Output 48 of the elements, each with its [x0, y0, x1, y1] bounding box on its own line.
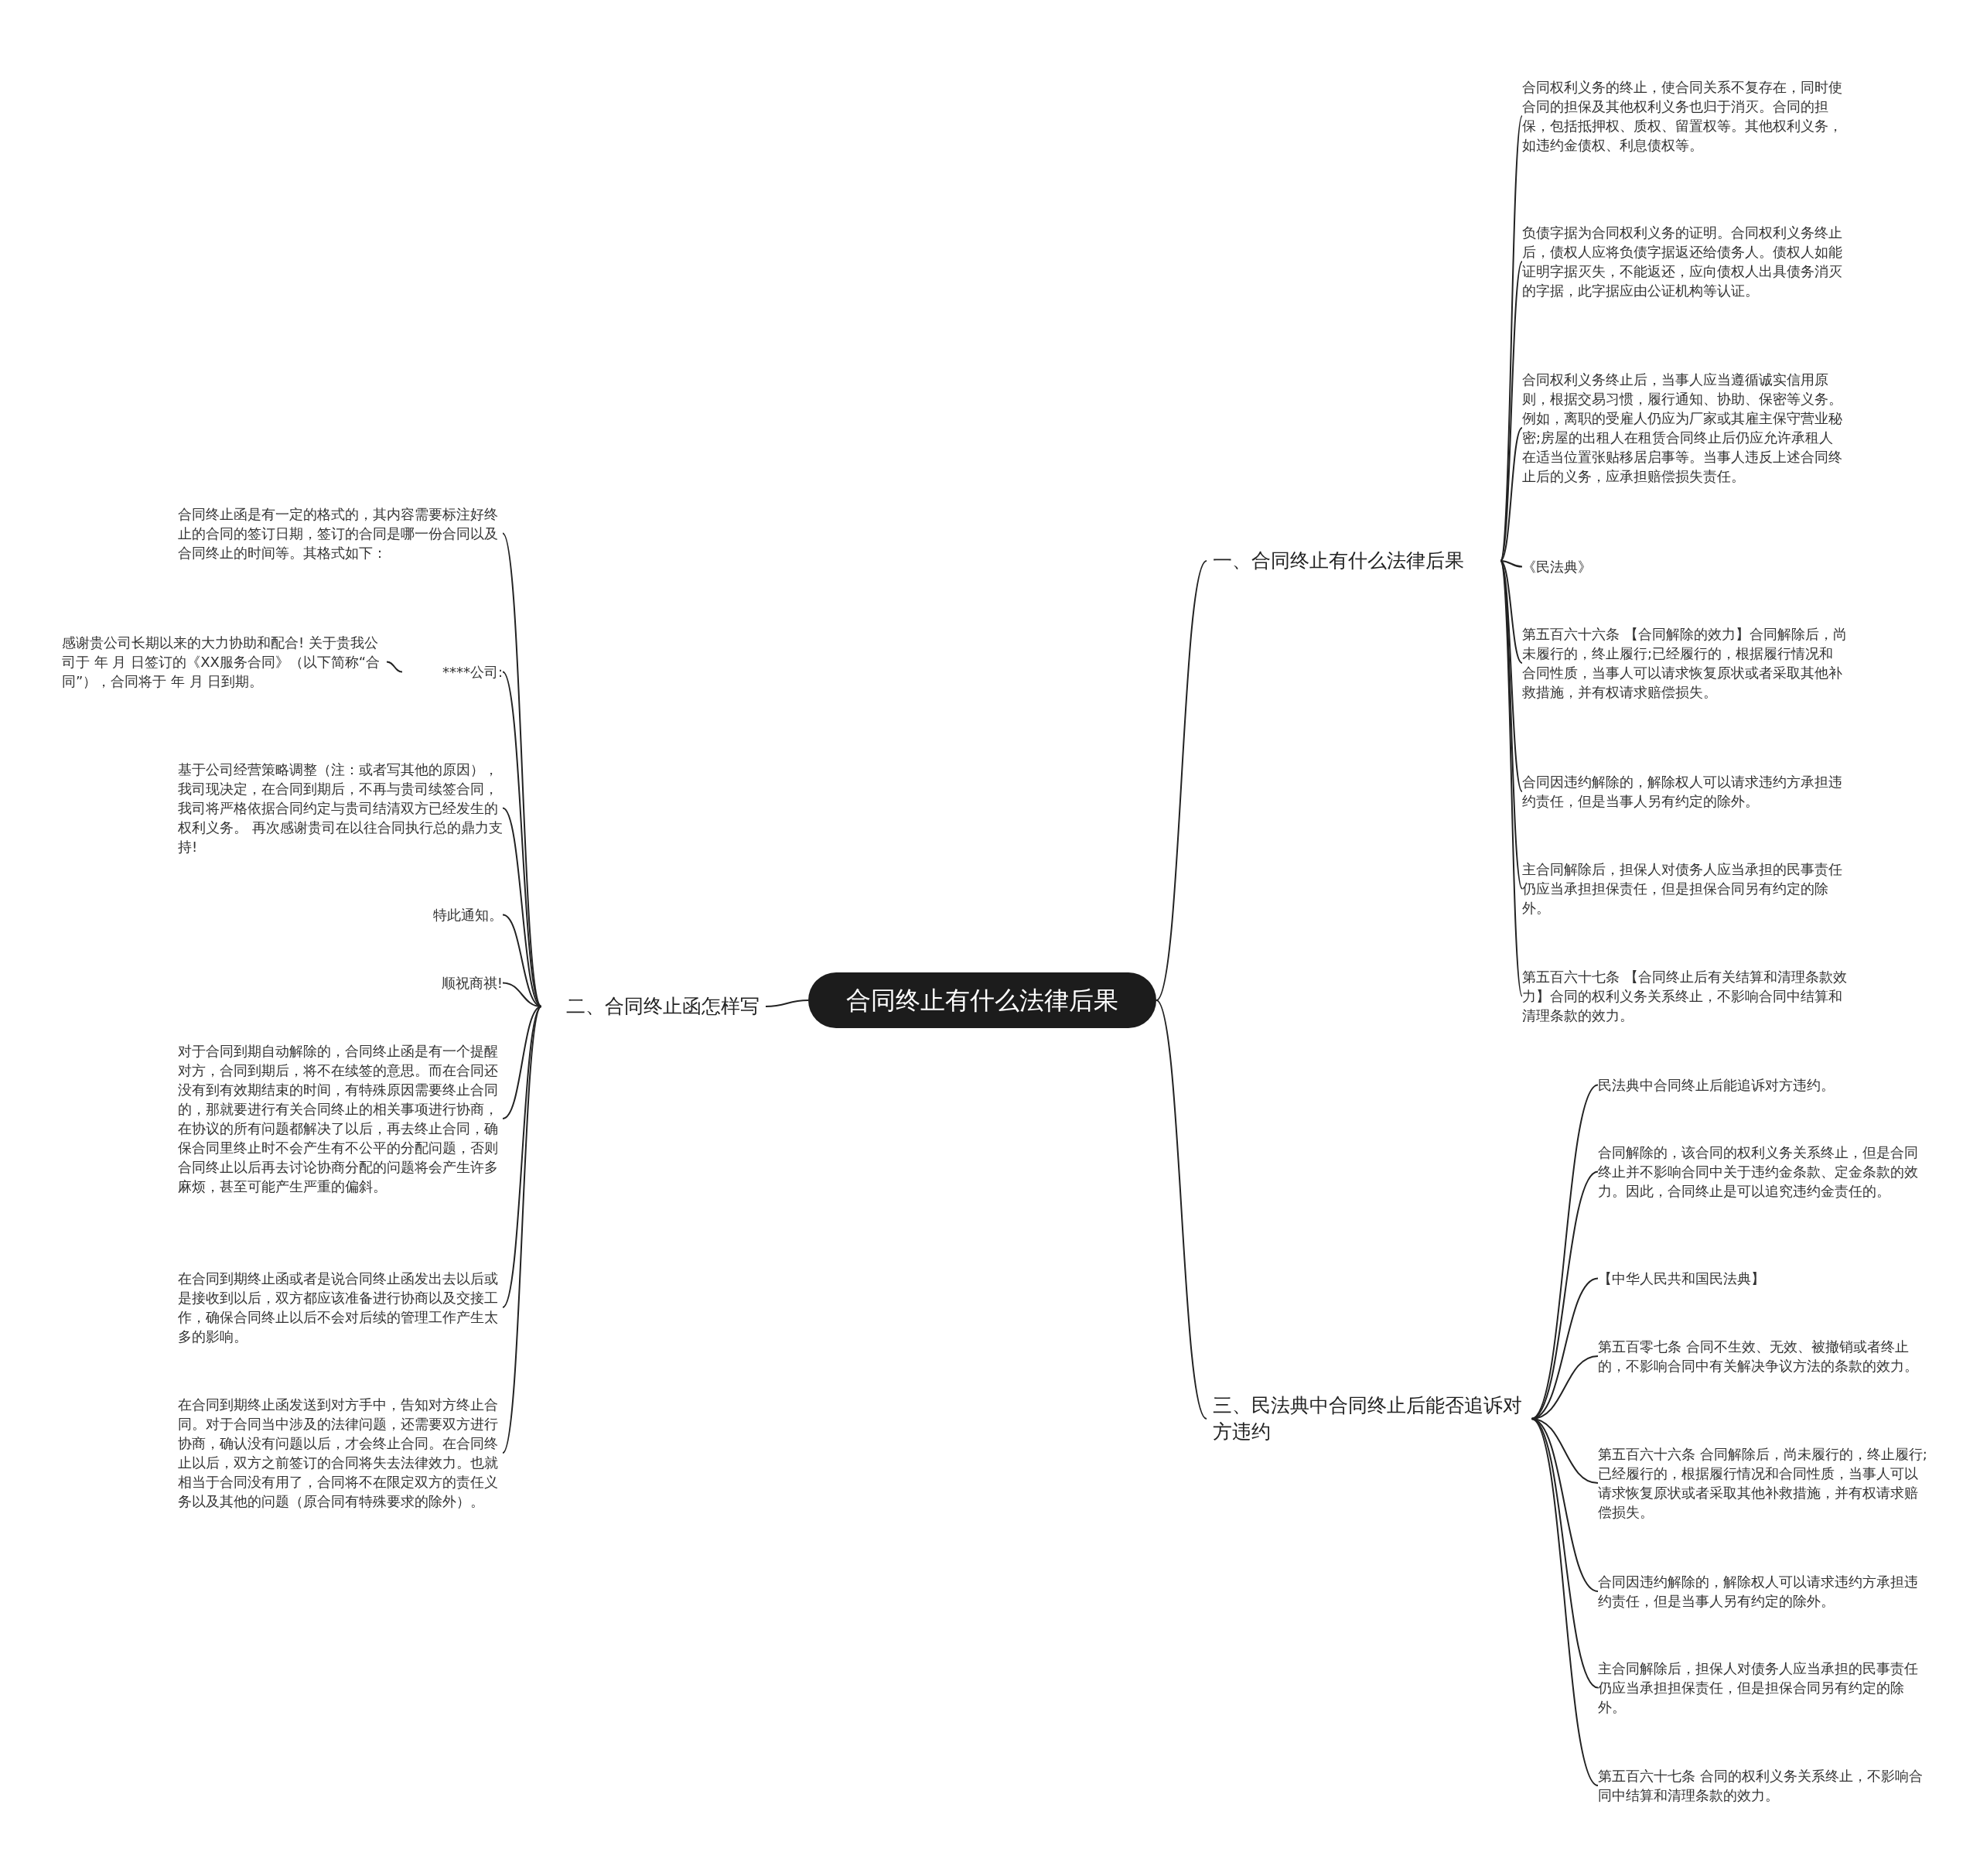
connector-line [1500, 560, 1523, 792]
connector-line [765, 1000, 809, 1007]
note-text: 【中华人民共和国民法典】 [1598, 1266, 1930, 1291]
note-text: 合同因违约解除的，解除权人可以请求违约方承担违约责任，但是当事人另有约定的除外。 [1598, 1569, 1930, 1614]
connector-line [502, 1006, 542, 1454]
branch-topic: 一、合同终止有什么法律后果 [1207, 545, 1500, 577]
note-text: 感谢贵公司长期以来的大力协助和配合! 关于贵我公司于 年 月 日签订的《XX服务合同》（以下简称“合同”），合同将于 年 月 日到期。 [62, 630, 387, 694]
note-text: 第五百零七条 合同不生效、无效、被撤销或者终止的，不影响合同中有关解决争议方法的条款的效力。 [1598, 1334, 1930, 1379]
note-text: 主合同解除后，担保人对债务人应当承担的民事责任仍应当承担担保责任，但是担保合同另有约定的除外。 [1522, 856, 1847, 921]
connector-line [1500, 560, 1523, 997]
connector-line [1156, 560, 1207, 1001]
connector-line [1500, 427, 1523, 562]
note-text: 民法典中合同终止后能追诉对方违约。 [1598, 1072, 1930, 1098]
note-text: 合同终止函是有一定的格式的，其内容需要标注好终止的合同的签订日期，签订的合同是哪一份合同以及合同终止的时间等。其格式如下： [178, 501, 503, 566]
connector-line [1531, 1170, 1599, 1420]
note-text: 第五百六十六条 【合同解除的效力】合同解除后，尚未履行的，终止履行;已经履行的，根据履行情况和合同性质，当事人可以请求恢复原状或者采取其他补救措施，并有权请求赔偿损失。 [1522, 621, 1847, 705]
central-topic: 合同终止有什么法律后果 [808, 972, 1156, 1028]
connector-line [502, 671, 542, 1007]
note-text: 顺祝商祺! [333, 970, 503, 996]
note-text: 合同因违约解除的，解除权人可以请求违约方承担违约责任，但是当事人另有约定的除外。 [1522, 769, 1847, 814]
note-text: 基于公司经营策略调整（注：或者写其他的原因），我司现决定，在合同到期后，不再与贵司续签合同，我司将严格依据合同约定与贵司结清双方已经发生的权利义务。 再次感谢贵司在以往合同执行总的鼎力支持! [178, 757, 503, 859]
note-text: 对于合同到期自动解除的，合同终止函是有一个提醒对方，合同到期后，将不在续签的意思。而在合同还没有到有效期结束的时间，有特殊原因需要终止合同的，那就要进行有关合同终止的相关事项进行协商，在协议的所有问题都解决了以后，再去终止合同，确保合同里终止时不会产生有不公平的分配问题，否则合同终止以后再去讨论协商分配的问题将会产生许多麻烦，甚至可能产生严重的偏斜。 [178, 1038, 503, 1199]
note-text: 第五百六十七条 【合同终止后有关结算和清理条款效力】合同的权利义务关系终止，不影响合同中结算和清理条款的效力。 [1522, 964, 1847, 1028]
note-text: 合同解除的，该合同的权利义务关系终止，但是合同终止并不影响合同中关于违约金条款、定金条款的效力。因此，合同终止是可以追究违约金责任的。 [1598, 1140, 1930, 1204]
connector-line [502, 1006, 542, 1308]
note-text: 在合同到期终止函发送到对方手中，告知对方终止合同。对于合同当中涉及的法律问题，还需要双方进行协商，确认没有问题以后，才会终止合同。在合同终止以后，双方之前签订的合同将失去法律效力。也就相当于合同没有用了，合同将不在限定双方的责任义务以及其他的问题（原合同有特殊要求的除外）。 [178, 1392, 503, 1514]
note-text: 《民法典》 [1522, 554, 1847, 579]
connector-line [1500, 560, 1523, 664]
branch-topic: 二、合同终止函怎样写 [541, 990, 766, 1023]
note-text: 负债字据为合同权利义务的证明。合同权利义务终止后，债权人应将负债字据返还给债务人。债权人如能证明字据灭失，不能返还，应向债权人出具债务消灭的字据，此字据应由公证机构等认证。 [1522, 220, 1847, 303]
note-text: 合同权利义务终止后，当事人应当遵循诚实信用原则，根据交易习惯，履行通知、协助、保密等义务。例如，离职的受雇人仍应为厂家或其雇主保守营业秘密;房屋的出租人在租赁合同终止后仍应允许承租人在适当位置张贴移居启事等。当事人违反上述合同终止后的义务，应承担赔偿损失责任。 [1522, 367, 1847, 489]
connector-line [386, 661, 403, 673]
branch-topic: 三、民法典中合同终止后能否追诉对方违约 [1207, 1389, 1531, 1448]
note-text: 第五百六十六条 合同解除后，尚未履行的，终止履行;已经履行的，根据履行情况和合同性质，当事人可以请求恢复原状或者采取其他补救措施，并有权请求赔偿损失。 [1598, 1441, 1930, 1525]
note-text: 主合同解除后，担保人对债务人应当承担的民事责任仍应当承担担保责任，但是担保合同另有约定的除外。 [1598, 1656, 1930, 1720]
connector-line [1500, 560, 1523, 890]
connector-line [1156, 1000, 1207, 1420]
note-text: 特此通知。 [333, 902, 503, 928]
connector-line [1531, 1418, 1599, 1786]
connector-line [1531, 1418, 1599, 1592]
connector-line [502, 1006, 542, 1119]
note-text: 第五百六十七条 合同的权利义务关系终止，不影响合同中结算和清理条款的效力。 [1598, 1763, 1930, 1808]
note-text: ****公司: [402, 659, 503, 685]
note-text: 在合同到期终止函或者是说合同终止函发出去以后或是接收到以后，双方都应该准备进行协商以及交接工作，确保合同终止以后不会对后续的管理工作产生太多的影响。 [178, 1266, 503, 1349]
connector-line [1500, 261, 1523, 562]
connector-line [502, 914, 542, 1007]
note-text: 合同权利义务的终止，使合同关系不复存在，同时使合同的担保及其他权利义务也归于消灭。合同的担保，包括抵押权、质权、留置权等。其他权利义务，如违约金债权、利息债权等。 [1522, 74, 1847, 158]
connector-line [1500, 560, 1523, 568]
